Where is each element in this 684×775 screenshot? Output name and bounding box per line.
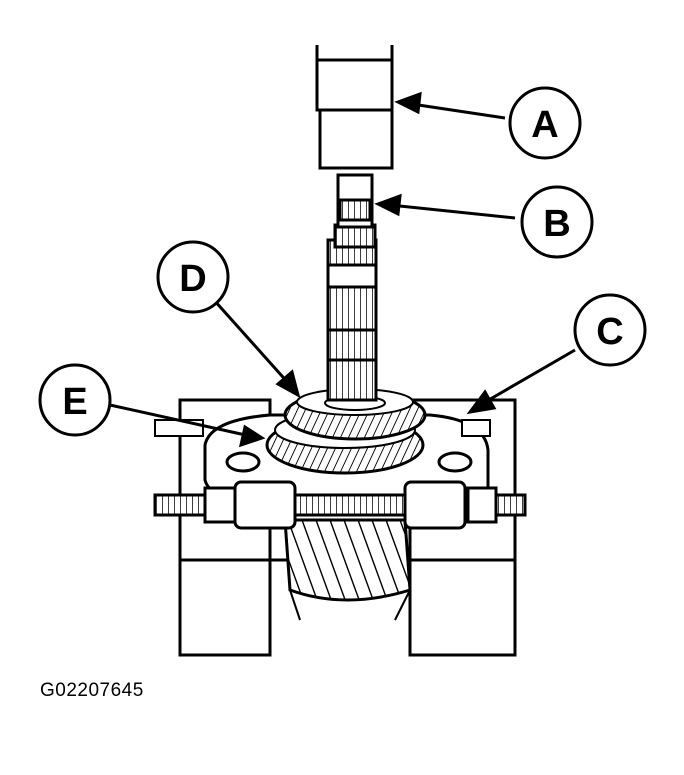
output-shaft	[326, 173, 378, 402]
callout-a-label: A	[531, 104, 558, 146]
callout-b-label: B	[543, 203, 570, 245]
callout-e: E	[38, 363, 112, 437]
callout-c-label: C	[596, 311, 623, 353]
callout-e-label: E	[62, 381, 87, 423]
callout-d-label: D	[179, 258, 206, 300]
callout-b: B	[520, 185, 594, 259]
callout-c: C	[573, 293, 647, 367]
press-ram	[315, 45, 394, 170]
gear-d	[283, 388, 427, 441]
puller-cross-bolt	[153, 480, 527, 530]
callout-d: D	[156, 240, 230, 314]
callout-a: A	[508, 86, 582, 160]
figure-id-label: G02207645	[40, 680, 144, 701]
lower-gear	[283, 518, 412, 621]
leader-lines	[109, 91, 576, 448]
